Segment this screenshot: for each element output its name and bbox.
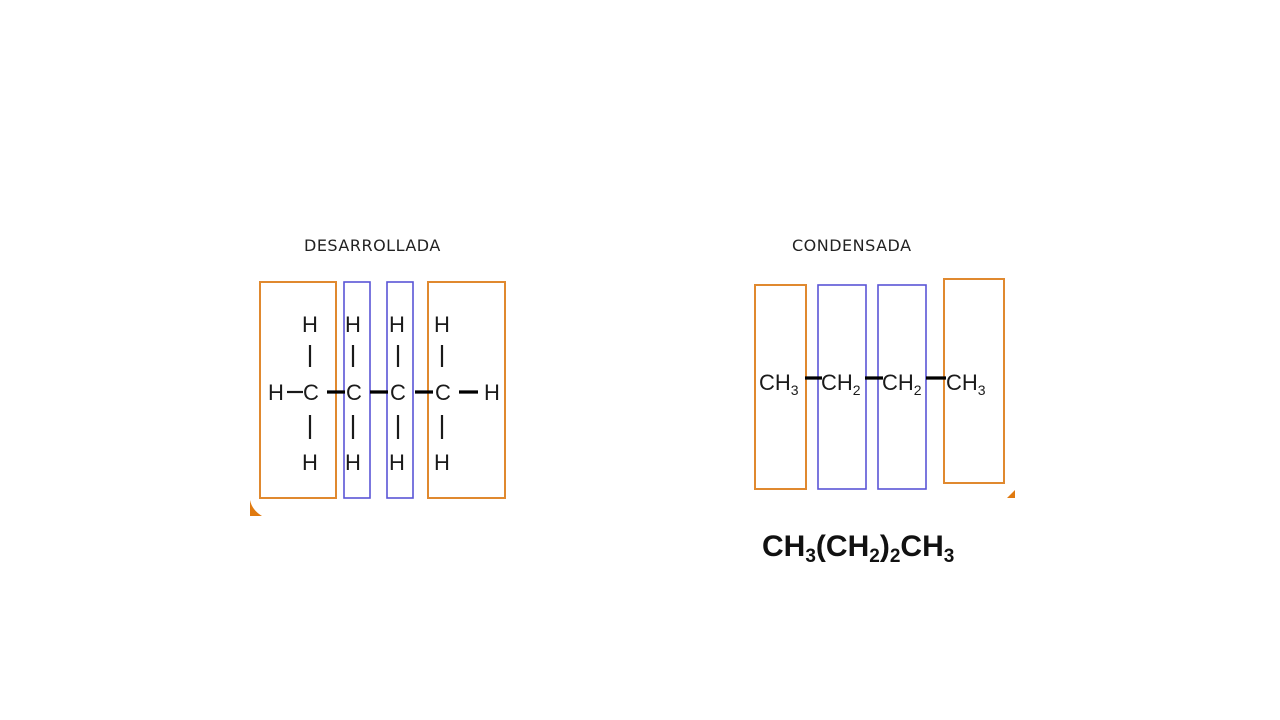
formula-subscript: 2 bbox=[889, 546, 901, 567]
formula-part: ) bbox=[879, 530, 890, 563]
atom-hydrogen: H bbox=[484, 380, 500, 405]
atom-hydrogen: H bbox=[302, 312, 318, 337]
semi-condensed-formula: CH3(CH2)2CH3 bbox=[762, 530, 955, 567]
atom-hydrogen: H bbox=[345, 312, 361, 337]
heading-condensada: CONDENSADA bbox=[792, 236, 912, 255]
atom-carbon: C bbox=[390, 380, 406, 405]
atom-hydrogen: H bbox=[302, 450, 318, 475]
atom-hydrogen: H bbox=[268, 380, 284, 405]
box-ch3-right-condensed bbox=[943, 278, 1005, 484]
group-ch3: CH3 bbox=[946, 370, 986, 398]
atom-carbon: C bbox=[435, 380, 451, 405]
atom-carbon: C bbox=[303, 380, 319, 405]
atom-carbon: C bbox=[346, 380, 362, 405]
atom-hydrogen: H bbox=[434, 312, 450, 337]
condensed-formula: CH3 CH2 CH2 CH3 bbox=[754, 278, 1015, 498]
corner-accent-left bbox=[250, 500, 262, 516]
formula-part: CH bbox=[900, 530, 944, 563]
formula-part: CH bbox=[762, 530, 806, 563]
box-ch2-1-condensed bbox=[817, 284, 867, 490]
corner-accent-right bbox=[1007, 490, 1015, 498]
atom-hydrogen: H bbox=[389, 312, 405, 337]
developed-formula: H H H H H C C C C H H H H H bbox=[250, 281, 506, 516]
atom-hydrogen: H bbox=[345, 450, 361, 475]
heading-desarrollada: DESARROLLADA bbox=[304, 236, 441, 255]
box-ch2-2 bbox=[386, 281, 414, 499]
atom-hydrogen: H bbox=[389, 450, 405, 475]
group-ch2: CH2 bbox=[882, 370, 922, 398]
group-ch3: CH3 bbox=[759, 370, 799, 398]
box-ch2-2-condensed bbox=[877, 284, 927, 490]
formula-subscript: 2 bbox=[869, 546, 880, 567]
group-ch2: CH2 bbox=[821, 370, 861, 398]
formula-subscript: 3 bbox=[805, 546, 816, 567]
box-ch3-right bbox=[427, 281, 506, 499]
box-ch3-left bbox=[259, 281, 337, 499]
box-ch2-1 bbox=[343, 281, 371, 499]
formula-part: (CH bbox=[815, 530, 870, 563]
atom-hydrogen: H bbox=[434, 450, 450, 475]
formula-subscript: 3 bbox=[943, 546, 955, 567]
box-ch3-left-condensed bbox=[754, 284, 807, 490]
